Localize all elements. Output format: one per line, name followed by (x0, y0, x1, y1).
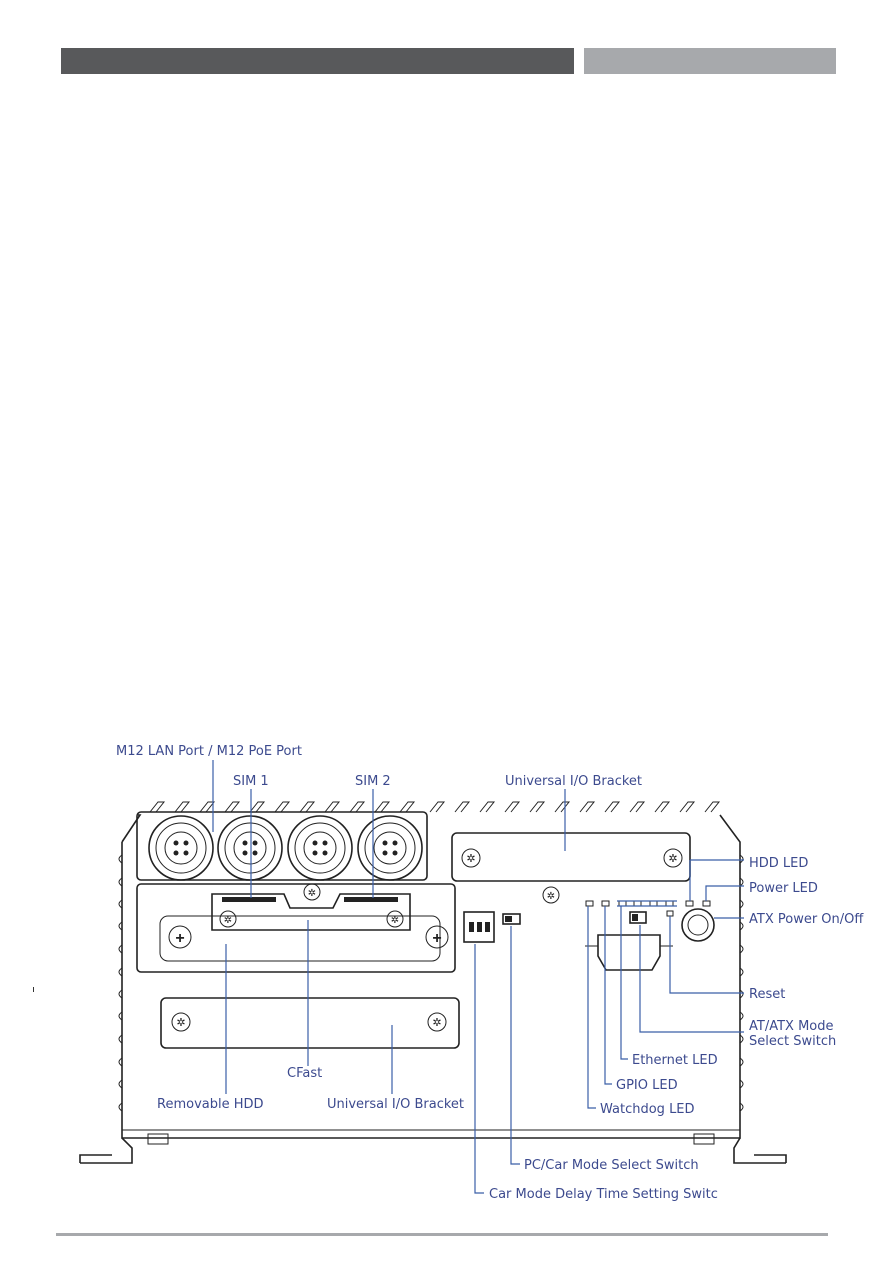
label-m12-lan-port: M12 LAN Port / M12 PoE Port (116, 744, 302, 759)
label-uio-bracket-top: Universal I/O Bracket (505, 774, 642, 789)
label-pc-car-mode: PC/Car Mode Select Switch (524, 1158, 699, 1173)
at-atx-switch (629, 911, 647, 924)
leader-lines (212, 760, 744, 1194)
label-hdd-led: HDD LED (749, 856, 808, 871)
svg-text:+: + (432, 930, 441, 947)
label-power-led: Power LED (749, 881, 818, 896)
m12-port-1 (148, 815, 214, 881)
pc-car-mode-switch (502, 913, 521, 925)
uio-bracket-bottom: ✲ ✲ (160, 997, 460, 1049)
footer-rule (56, 1233, 828, 1236)
label-sim-2: SIM 2 (355, 774, 391, 789)
svg-text:✲: ✲ (547, 891, 555, 902)
label-uio-bracket-bottom: Universal I/O Bracket (327, 1097, 464, 1112)
header-bar-light (584, 48, 836, 74)
label-gpio-led: GPIO LED (616, 1078, 678, 1093)
sim-cfast-plate: ✲ ✲ ✲ (211, 883, 411, 931)
removable-hdd-tray: + + (136, 883, 456, 973)
serial-port (597, 934, 661, 971)
label-atx-power: ATX Power On/Off (749, 912, 864, 927)
svg-text:✲: ✲ (308, 888, 316, 899)
uio-bracket-top: ✲ ✲ (451, 832, 691, 882)
label-at-atx-mode-line2: Select Switch (749, 1034, 836, 1049)
label-ethernet-led: Ethernet LED (632, 1053, 718, 1068)
label-sim-1: SIM 1 (233, 774, 269, 789)
margin-mark (33, 987, 34, 992)
m12-port-2 (217, 815, 283, 881)
label-at-atx-mode-line1: AT/ATX Mode (749, 1019, 834, 1034)
svg-text:+: + (175, 930, 184, 947)
chassis-outline (79, 801, 787, 1164)
label-watchdog-led: Watchdog LED (600, 1102, 695, 1117)
label-cfast: CFast (287, 1066, 322, 1081)
car-mode-delay-dip-switch (463, 911, 495, 943)
svg-text:✲: ✲ (432, 1017, 441, 1029)
svg-text:✲: ✲ (391, 915, 399, 926)
m12-port-3 (287, 815, 353, 881)
atx-power-button (681, 908, 715, 942)
label-reset: Reset (749, 987, 785, 1002)
m12-port-panel (136, 811, 428, 881)
chassis-screw (542, 886, 560, 904)
m12-port-4 (357, 815, 423, 881)
svg-text:✲: ✲ (224, 915, 232, 926)
svg-text:✲: ✲ (176, 1017, 185, 1029)
label-car-mode-delay: Car Mode Delay Time Setting Switc (489, 1187, 718, 1202)
label-removable-hdd: Removable HDD (157, 1097, 264, 1112)
svg-text:✲: ✲ (466, 853, 475, 865)
header-bar-dark (61, 48, 574, 74)
svg-text:✲: ✲ (668, 853, 677, 865)
